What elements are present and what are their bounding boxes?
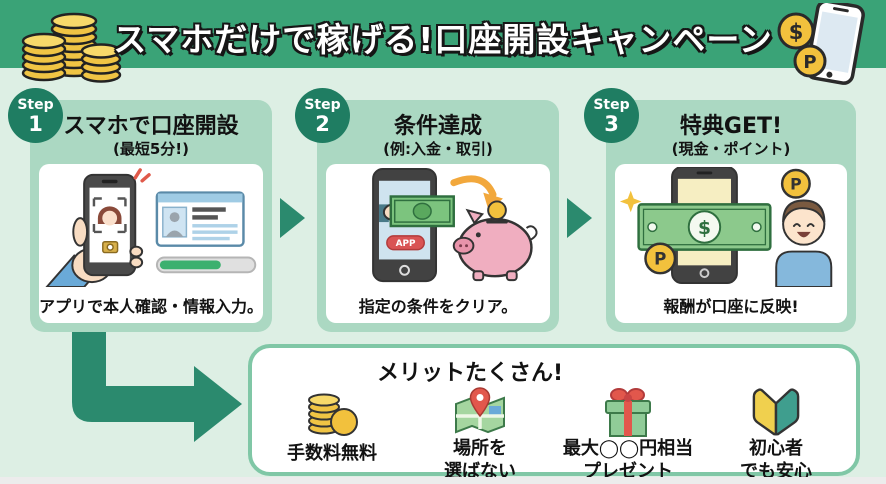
bottom-edge-bar: [0, 477, 886, 484]
benefit-item-beginner-safe: 初心者 でも安心: [702, 386, 850, 482]
svg-text:$: $: [789, 20, 804, 44]
page-title: スマホだけで稼げる!口座開設キャンペーン: [113, 20, 773, 59]
benefit-label-any-location: 場所を 選ばない: [444, 438, 516, 482]
phone-cash-points-person-illustration: $ P P: [619, 167, 833, 287]
step-1-badge: Step 1: [8, 88, 63, 143]
coin-stacks-icon: [21, 12, 122, 83]
benefit-label-no-fees: 手数料無料: [287, 442, 377, 464]
svg-text:P: P: [803, 52, 816, 73]
step-3-caption: 報酬が口座に反映!: [663, 297, 799, 316]
step-1-subtitle: (最短5分!): [113, 140, 189, 158]
step-2-badge-word: Step: [304, 97, 341, 113]
step-2-title: 条件達成: [393, 114, 482, 139]
step-2-badge-number: 2: [315, 112, 330, 136]
coin-stack-icon: [308, 393, 358, 436]
benefits-box: メリットたくさん! 手数料無料: [248, 344, 860, 482]
benefit-label-beginner-safe: 初心者 でも安心: [740, 438, 812, 482]
arrow-step1-to-step2: [280, 198, 305, 238]
step-2-caption: 指定の条件をクリア。: [358, 297, 518, 316]
arrow-step2-to-step3: [567, 198, 592, 238]
step-3-badge-word: Step: [593, 97, 630, 113]
step-3-badge-number: 3: [604, 112, 619, 136]
step-2-card: Step 2 条件達成 (例:入金・取引) APP: [295, 88, 559, 332]
step-3-title: 特典GET!: [679, 114, 783, 139]
step-1-card: Step 1 スマホで口座開設 (最短5分!): [8, 88, 272, 332]
phone-banknote-piggy-bank-illustration: APP: [372, 167, 538, 283]
step-2-subtitle: (例:入金・取引): [383, 140, 493, 158]
benefit-item-any-location: 場所を 選ばない: [406, 386, 554, 482]
step-2-panel: APP 指定の条件をクリア。: [326, 164, 550, 323]
top-banner: [0, 0, 886, 68]
step-3-panel: $ P P 報酬が口座に反映!: [615, 164, 847, 323]
smartphone-coins-icon: $ P: [777, 3, 865, 85]
step-1-panel: アプリで本人確認・情報入力。: [39, 164, 263, 323]
benefit-items: 手数料無料 場所を 選ばない: [258, 386, 850, 482]
map-pin-icon: [455, 387, 505, 434]
step-3-card: Step 3 特典GET! (現金・ポイント) $ P: [584, 88, 856, 332]
benefit-item-present: 最大◯◯円相当 プレゼント: [554, 386, 702, 482]
step-1-badge-number: 1: [28, 112, 43, 136]
arrow-step1-to-benefits: [72, 332, 242, 442]
gift-icon: [605, 388, 651, 437]
step-1-caption: アプリで本人確認・情報入力。: [39, 297, 263, 316]
hand-phone-id-card-progress-illustration: [45, 168, 257, 287]
benefit-item-no-fees: 手数料無料: [258, 386, 406, 470]
step-1-title: スマホで口座開設: [63, 114, 239, 139]
svg-text:P: P: [654, 248, 666, 268]
beginner-mark-icon: [752, 388, 800, 436]
benefit-label-present: 最大◯◯円相当 プレゼント: [562, 438, 694, 482]
svg-text:P: P: [790, 175, 802, 194]
step-3-badge: Step 3: [584, 88, 639, 143]
step-3-subtitle: (現金・ポイント): [671, 140, 791, 158]
benefits-title: メリットたくさん!: [376, 361, 564, 386]
svg-text:APP: APP: [396, 239, 416, 249]
step-1-badge-word: Step: [17, 97, 54, 113]
svg-text:$: $: [698, 218, 711, 239]
step-2-badge: Step 2: [295, 88, 350, 143]
